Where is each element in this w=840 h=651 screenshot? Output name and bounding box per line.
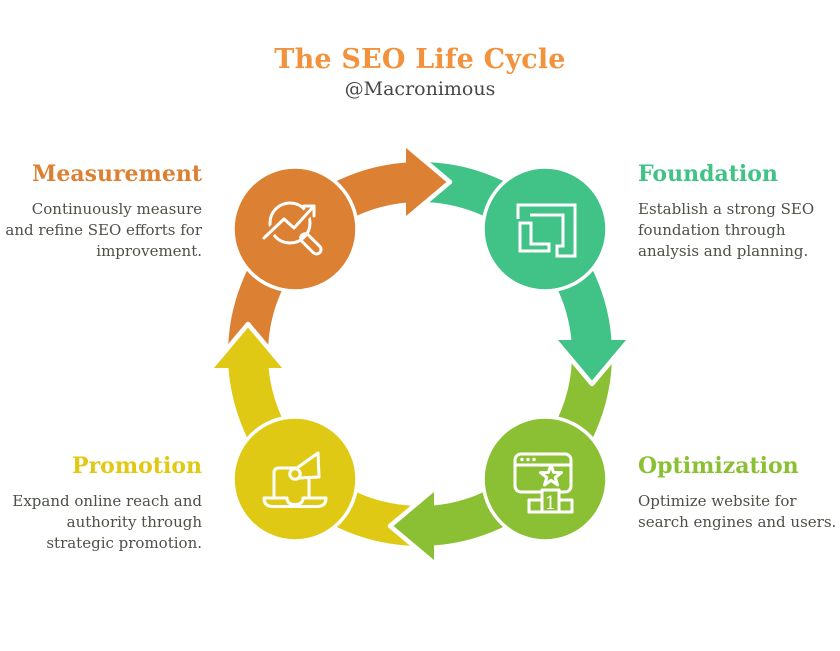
promotion-label: Promotion <box>72 453 202 479</box>
arrow-left-icon <box>387 486 437 566</box>
arrowheads <box>208 142 632 566</box>
measurement-description-line: and refine SEO efforts for <box>5 221 202 239</box>
measurement-label: Measurement <box>31 161 202 187</box>
overlapping-frames-icon <box>516 203 577 258</box>
foundation-label: Foundation <box>638 161 778 187</box>
header: The SEO Life Cycle @Macronimous <box>0 44 840 100</box>
page-title: The SEO Life Cycle <box>274 44 566 75</box>
measurement-text-block: Measurement Continuously measure and ref… <box>0 161 202 262</box>
promotion-description-line: authority through <box>66 513 202 531</box>
optimization-description-line: search engines and users. <box>638 513 837 531</box>
arrow-right-icon <box>403 142 453 222</box>
browser-ranking-icon: 1 <box>513 452 574 514</box>
arrow-up-icon <box>208 321 288 371</box>
promotion-description-line: strategic promotion. <box>46 534 202 552</box>
laptop-megaphone-icon <box>262 451 328 508</box>
foundation-description-line: foundation through <box>638 221 786 239</box>
rank-1-badge: 1 <box>545 493 556 514</box>
promotion-description-line: Expand online reach and <box>12 492 202 510</box>
measurement-description-line: Continuously measure <box>31 200 202 218</box>
optimization-description-line: Optimize website for <box>638 492 797 510</box>
optimization-text-block: Optimization Optimize website for search… <box>638 453 840 533</box>
foundation-circle <box>481 165 609 293</box>
foundation-description-line: analysis and planning. <box>638 242 809 260</box>
measurement-description-line: improvement. <box>96 242 202 260</box>
foundation-description-line: Establish a strong SEO <box>638 200 815 218</box>
optimization-label: Optimization <box>638 453 799 479</box>
foundation-text-block: Foundation Establish a strong SEO founda… <box>638 161 840 262</box>
arrow-down-icon <box>552 337 632 387</box>
promotion-text-block: Promotion Expand online reach and author… <box>0 453 202 554</box>
page-subtitle: @Macronimous <box>344 78 496 100</box>
